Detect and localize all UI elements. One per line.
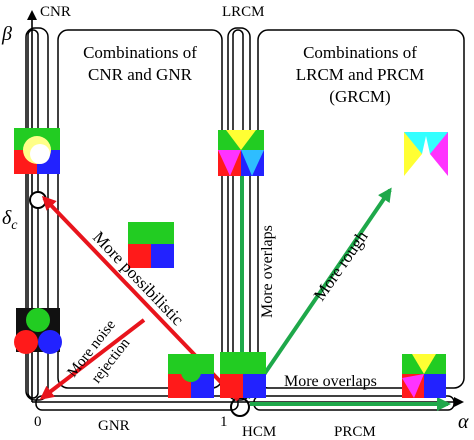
combo-right-region (257, 29, 465, 389)
thumbnail-hcm (220, 352, 266, 398)
combo-left-line-2: CNR and GNR (88, 65, 193, 84)
hcm-label: HCM (242, 424, 276, 440)
prcm-label: PRCM (334, 424, 376, 440)
combo-left-line-1: Combinations of (83, 43, 197, 62)
x-axis-label: α (458, 411, 469, 433)
thumbnail-gnr (168, 354, 214, 398)
combo-right-line-3: (GRCM) (329, 87, 390, 106)
thumbnail-grcm (404, 132, 448, 176)
gnr-region-outline (35, 395, 239, 411)
lrcm-region-outline (227, 27, 251, 401)
thumbnail-prcm (402, 354, 446, 398)
thumbnail-lrcm (218, 130, 264, 176)
more-noise-rejection-arrow (39, 318, 146, 400)
combo-right-line-2: LRCM and PRCM (296, 65, 424, 84)
delta-symbol: δ (2, 207, 12, 229)
more-rough-label: More rough (310, 227, 372, 304)
gnr-label: GNR (98, 418, 130, 434)
cnr-region-outline (27, 29, 39, 399)
thumbnail-cnr-bottom (14, 308, 62, 354)
more-overlaps-horizontal-label: More overlaps (284, 373, 377, 390)
x-unit-label: 1 (220, 414, 228, 430)
thumbnail-combo-left (128, 222, 174, 268)
delta-c-label: δc (2, 207, 18, 233)
delta-subscript: c (11, 218, 18, 233)
more-overlaps-vertical-label: More overlaps (259, 225, 276, 318)
origin-label: 0 (34, 414, 42, 430)
lrcm-label: LRCM (222, 4, 265, 20)
combo-right-line-1: Combinations of (303, 43, 417, 62)
y-axis-label: β (1, 23, 12, 45)
combo-left-region (57, 29, 223, 389)
more-rough-arrow (246, 187, 392, 400)
thumbnail-cnr-top (14, 128, 60, 174)
cnr-label: CNR (40, 4, 71, 20)
